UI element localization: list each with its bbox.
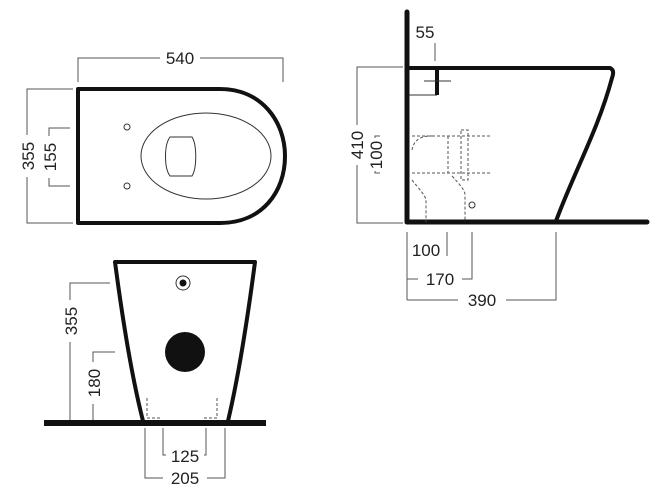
bowl-outlet [165, 136, 197, 177]
fixing-hole [123, 182, 131, 190]
dim-depth-label: 355 [19, 142, 38, 170]
dim-inlet-label: 55 [416, 23, 435, 42]
dim-fixing-label: 155 [41, 143, 60, 171]
top-view-outline [76, 87, 287, 225]
dim-outlet-distance-1-label: 100 [412, 241, 440, 260]
front-view: 355 180 125 205 [44, 260, 266, 488]
outlet-hole [165, 332, 205, 372]
side-view: 55 410 100 100 170 390 [348, 9, 650, 310]
seat-opening [140, 112, 272, 200]
front-profile [113, 260, 257, 423]
hidden-fixing-bracket [146, 398, 218, 419]
dim-front-fixing-label: 125 [171, 447, 199, 466]
dim-width-label: 540 [166, 49, 194, 68]
dim-length-label: 390 [468, 291, 496, 310]
fixing-hole [123, 123, 131, 131]
top-view: 540 355 155 [17, 48, 287, 225]
dim-base-width-label: 205 [171, 469, 199, 488]
hidden-outlet-pipe [411, 129, 469, 222]
fixing-hole [468, 201, 476, 209]
inlet-bracket [435, 69, 439, 95]
water-inlet [175, 275, 191, 291]
dim-outlet-height-label: 100 [367, 141, 386, 169]
dim-front-outlet-height-label: 180 [85, 369, 104, 397]
side-profile [407, 66, 616, 223]
dim-height-label: 410 [348, 131, 367, 159]
dim-outlet-distance-2-label: 170 [426, 270, 454, 289]
dim-front-height-label: 355 [62, 307, 81, 335]
